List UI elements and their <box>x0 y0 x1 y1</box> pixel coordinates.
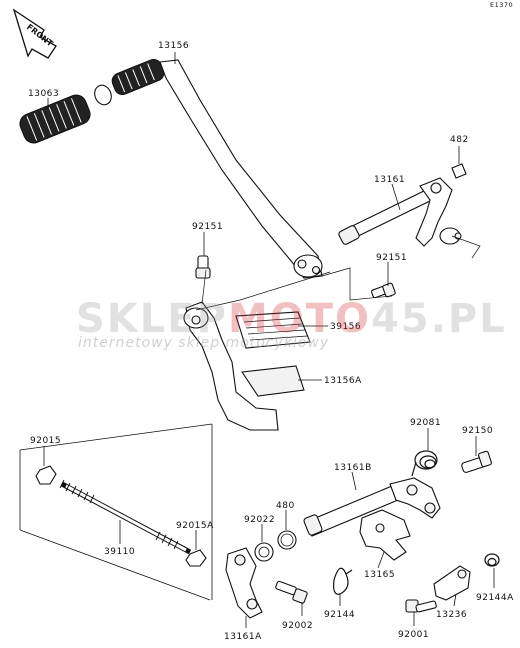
spring-92144A <box>484 553 500 567</box>
label-13063: 13063 <box>28 89 59 99</box>
label-13156A: 13156A <box>324 376 362 386</box>
watermark-brand-mid: MOTO <box>228 296 371 342</box>
tie-rod-box <box>19 423 213 601</box>
label-92144: 92144 <box>324 610 355 620</box>
label-13161A: 13161A <box>224 632 262 642</box>
label-92081: 92081 <box>410 418 441 428</box>
label-13165: 13165 <box>364 570 395 580</box>
label-92022: 92022 <box>244 515 275 525</box>
foot-peg-rubber <box>19 94 91 144</box>
watermark-tagline: internetowy sklep motocyklowy <box>78 335 329 351</box>
tie-rod-39110 <box>59 479 192 555</box>
label-92015A: 92015A <box>176 521 214 531</box>
pedal-pad-39156 <box>235 311 311 349</box>
label-92015: 92015 <box>30 436 61 446</box>
plate-13165 <box>359 509 411 561</box>
bolt-92002 <box>275 580 308 604</box>
label-92151-right: 92151 <box>376 253 407 263</box>
label-92150: 92150 <box>462 426 493 436</box>
clip-482 <box>451 163 467 179</box>
watermark: SKLEPMOTO45.PL internetowy sklep motocyk… <box>76 296 507 351</box>
label-13236: 13236 <box>436 610 467 620</box>
label-480: 480 <box>276 501 295 511</box>
nut-92015A <box>185 549 207 567</box>
arm-13236 <box>433 565 471 601</box>
label-482: 482 <box>450 135 469 145</box>
diagram-code: E1370 <box>490 1 513 9</box>
bolt-92151-left <box>195 255 211 279</box>
label-39110: 39110 <box>104 547 135 557</box>
shift-lever <box>159 59 323 279</box>
shift-shaft-lower <box>303 477 441 537</box>
lever-hole-b <box>311 265 321 275</box>
connector-lines <box>195 235 481 311</box>
spring-92081 <box>411 450 438 477</box>
front-arrow-icon: FRONT <box>12 8 57 59</box>
label-92001: 92001 <box>398 630 429 640</box>
label-92002: 92002 <box>282 621 313 631</box>
lever-rubber <box>111 58 165 96</box>
label-92144A: 92144A <box>476 593 514 603</box>
watermark-brand-right: 45.PL <box>371 296 507 342</box>
lever-13161A <box>225 547 263 619</box>
pin-92150 <box>461 450 492 473</box>
label-92151-left: 92151 <box>192 222 223 232</box>
nut-92015 <box>35 465 57 485</box>
watermark-brand: SKLEPMOTO45.PL <box>76 296 507 342</box>
label-13161B: 13161B <box>334 463 372 473</box>
bolt-92151-right <box>371 282 396 299</box>
pedal-plate <box>241 365 305 397</box>
watermark-brand-left: SKLEP <box>76 296 228 342</box>
label-39156: 39156 <box>330 322 361 332</box>
leader-lines <box>43 52 495 628</box>
shift-shaft-upper <box>338 177 462 247</box>
lever-13156A <box>185 301 279 431</box>
label-13161: 13161 <box>374 175 405 185</box>
peg-ring <box>94 84 112 106</box>
spring-92144 <box>333 567 353 595</box>
lever-hole <box>297 259 307 269</box>
bolt-92001 <box>405 599 437 613</box>
label-13156: 13156 <box>158 41 189 51</box>
